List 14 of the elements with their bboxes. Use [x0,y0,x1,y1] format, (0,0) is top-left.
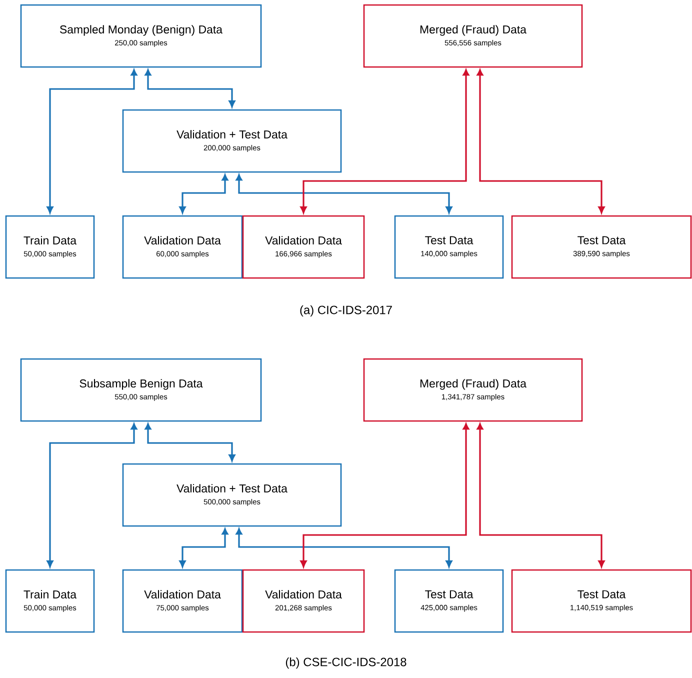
arrow [144,69,236,108]
arrow [179,174,228,214]
caption: (a) CIC-IDS-2017 [300,305,392,317]
arrow [179,528,228,568]
arrow [236,528,452,568]
caption: (b) CSE-CIC-IDS-2018 [286,657,406,669]
arrow [476,423,605,568]
arrow [300,423,470,568]
arrow [476,69,605,214]
arrow [236,174,452,214]
arrow [144,423,236,462]
arrow [300,69,470,214]
arrow [46,69,138,214]
arrow [46,423,138,568]
